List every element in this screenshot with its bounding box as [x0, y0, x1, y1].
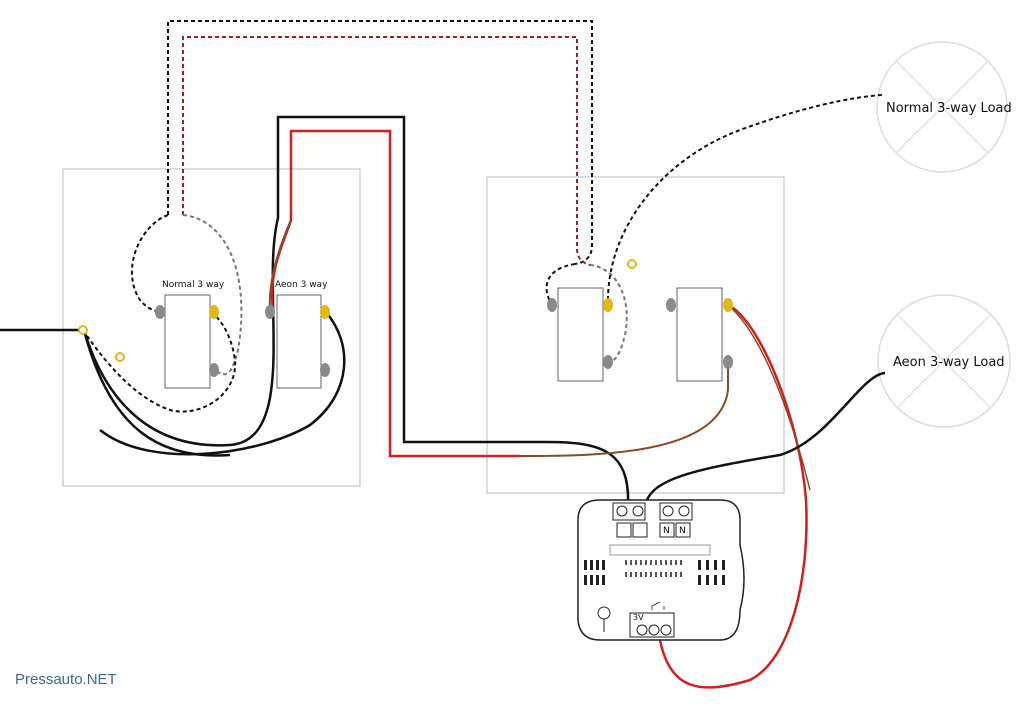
normal-left-traveler-terminal-1	[209, 305, 219, 319]
normal-load-lamp	[876, 41, 1008, 173]
traveler-brown-left	[268, 219, 292, 312]
module-3v-label: 3V	[633, 613, 644, 622]
normal-right-common-terminal	[547, 298, 557, 312]
traveler-right-loop-gray	[589, 264, 628, 363]
traveler-red-solid	[270, 129, 520, 458]
normal-switch-label: Normal 3 way	[162, 280, 225, 290]
brown-from-aeon-right	[727, 304, 811, 491]
normal-load-label: Normal 3-way Load	[886, 101, 1012, 116]
module-terminal-n1: N	[663, 526, 670, 536]
traveler-wire-black-dashed	[167, 20, 593, 265]
aeon-switch-right	[676, 287, 723, 382]
aeon-common-to-neutral	[99, 310, 346, 456]
left-switch-box	[62, 168, 361, 487]
traveler-wire-red-dashed	[182, 36, 591, 266]
traveler-brown-right	[519, 360, 729, 457]
red-load-return	[658, 303, 808, 689]
traveler-left-loop-black	[130, 214, 169, 313]
aeon-left-traveler-terminal	[265, 305, 275, 319]
neutral-to-module-black	[82, 329, 231, 457]
terminals	[78, 259, 733, 377]
aeon-switch-label: Aeon 3 way	[275, 280, 328, 290]
traveler-left-loop-gray	[182, 214, 243, 376]
normal-left-traveler-terminal-2	[209, 363, 219, 377]
aeon-load-label: Aeon 3-way Load	[893, 355, 1005, 370]
aeon-left-common-terminal	[320, 305, 330, 319]
normal-switch-right	[557, 287, 604, 382]
aeon-left-terminal-3	[320, 363, 330, 377]
normal-switch-left	[164, 294, 211, 389]
normal-right-traveler-terminal-2	[603, 355, 613, 369]
line-to-normal-switch-dashed	[82, 313, 237, 413]
marker-dot-left	[115, 352, 125, 362]
hot-from-left-black	[82, 115, 630, 506]
aeon-right-terminal-3	[723, 355, 733, 369]
aeon-right-traveler-terminal	[666, 298, 676, 312]
aeon-micro-module: N N 3V	[577, 499, 745, 641]
watermark: Pressauto.NET	[15, 671, 117, 688]
aeon-switch-left	[276, 294, 322, 389]
aeon-load-wire	[643, 371, 886, 511]
normal-right-traveler-terminal-1	[603, 298, 613, 312]
line-splice-point	[78, 325, 88, 335]
aeon-right-common-terminal	[723, 298, 733, 312]
normal-load-wire-dashed	[607, 94, 883, 301]
marker-dot-right	[627, 259, 637, 269]
module-terminal-n2: N	[679, 526, 686, 536]
aeon-load-lamp	[877, 294, 1011, 428]
right-switch-box	[486, 176, 785, 494]
normal-left-common-terminal	[155, 305, 165, 319]
